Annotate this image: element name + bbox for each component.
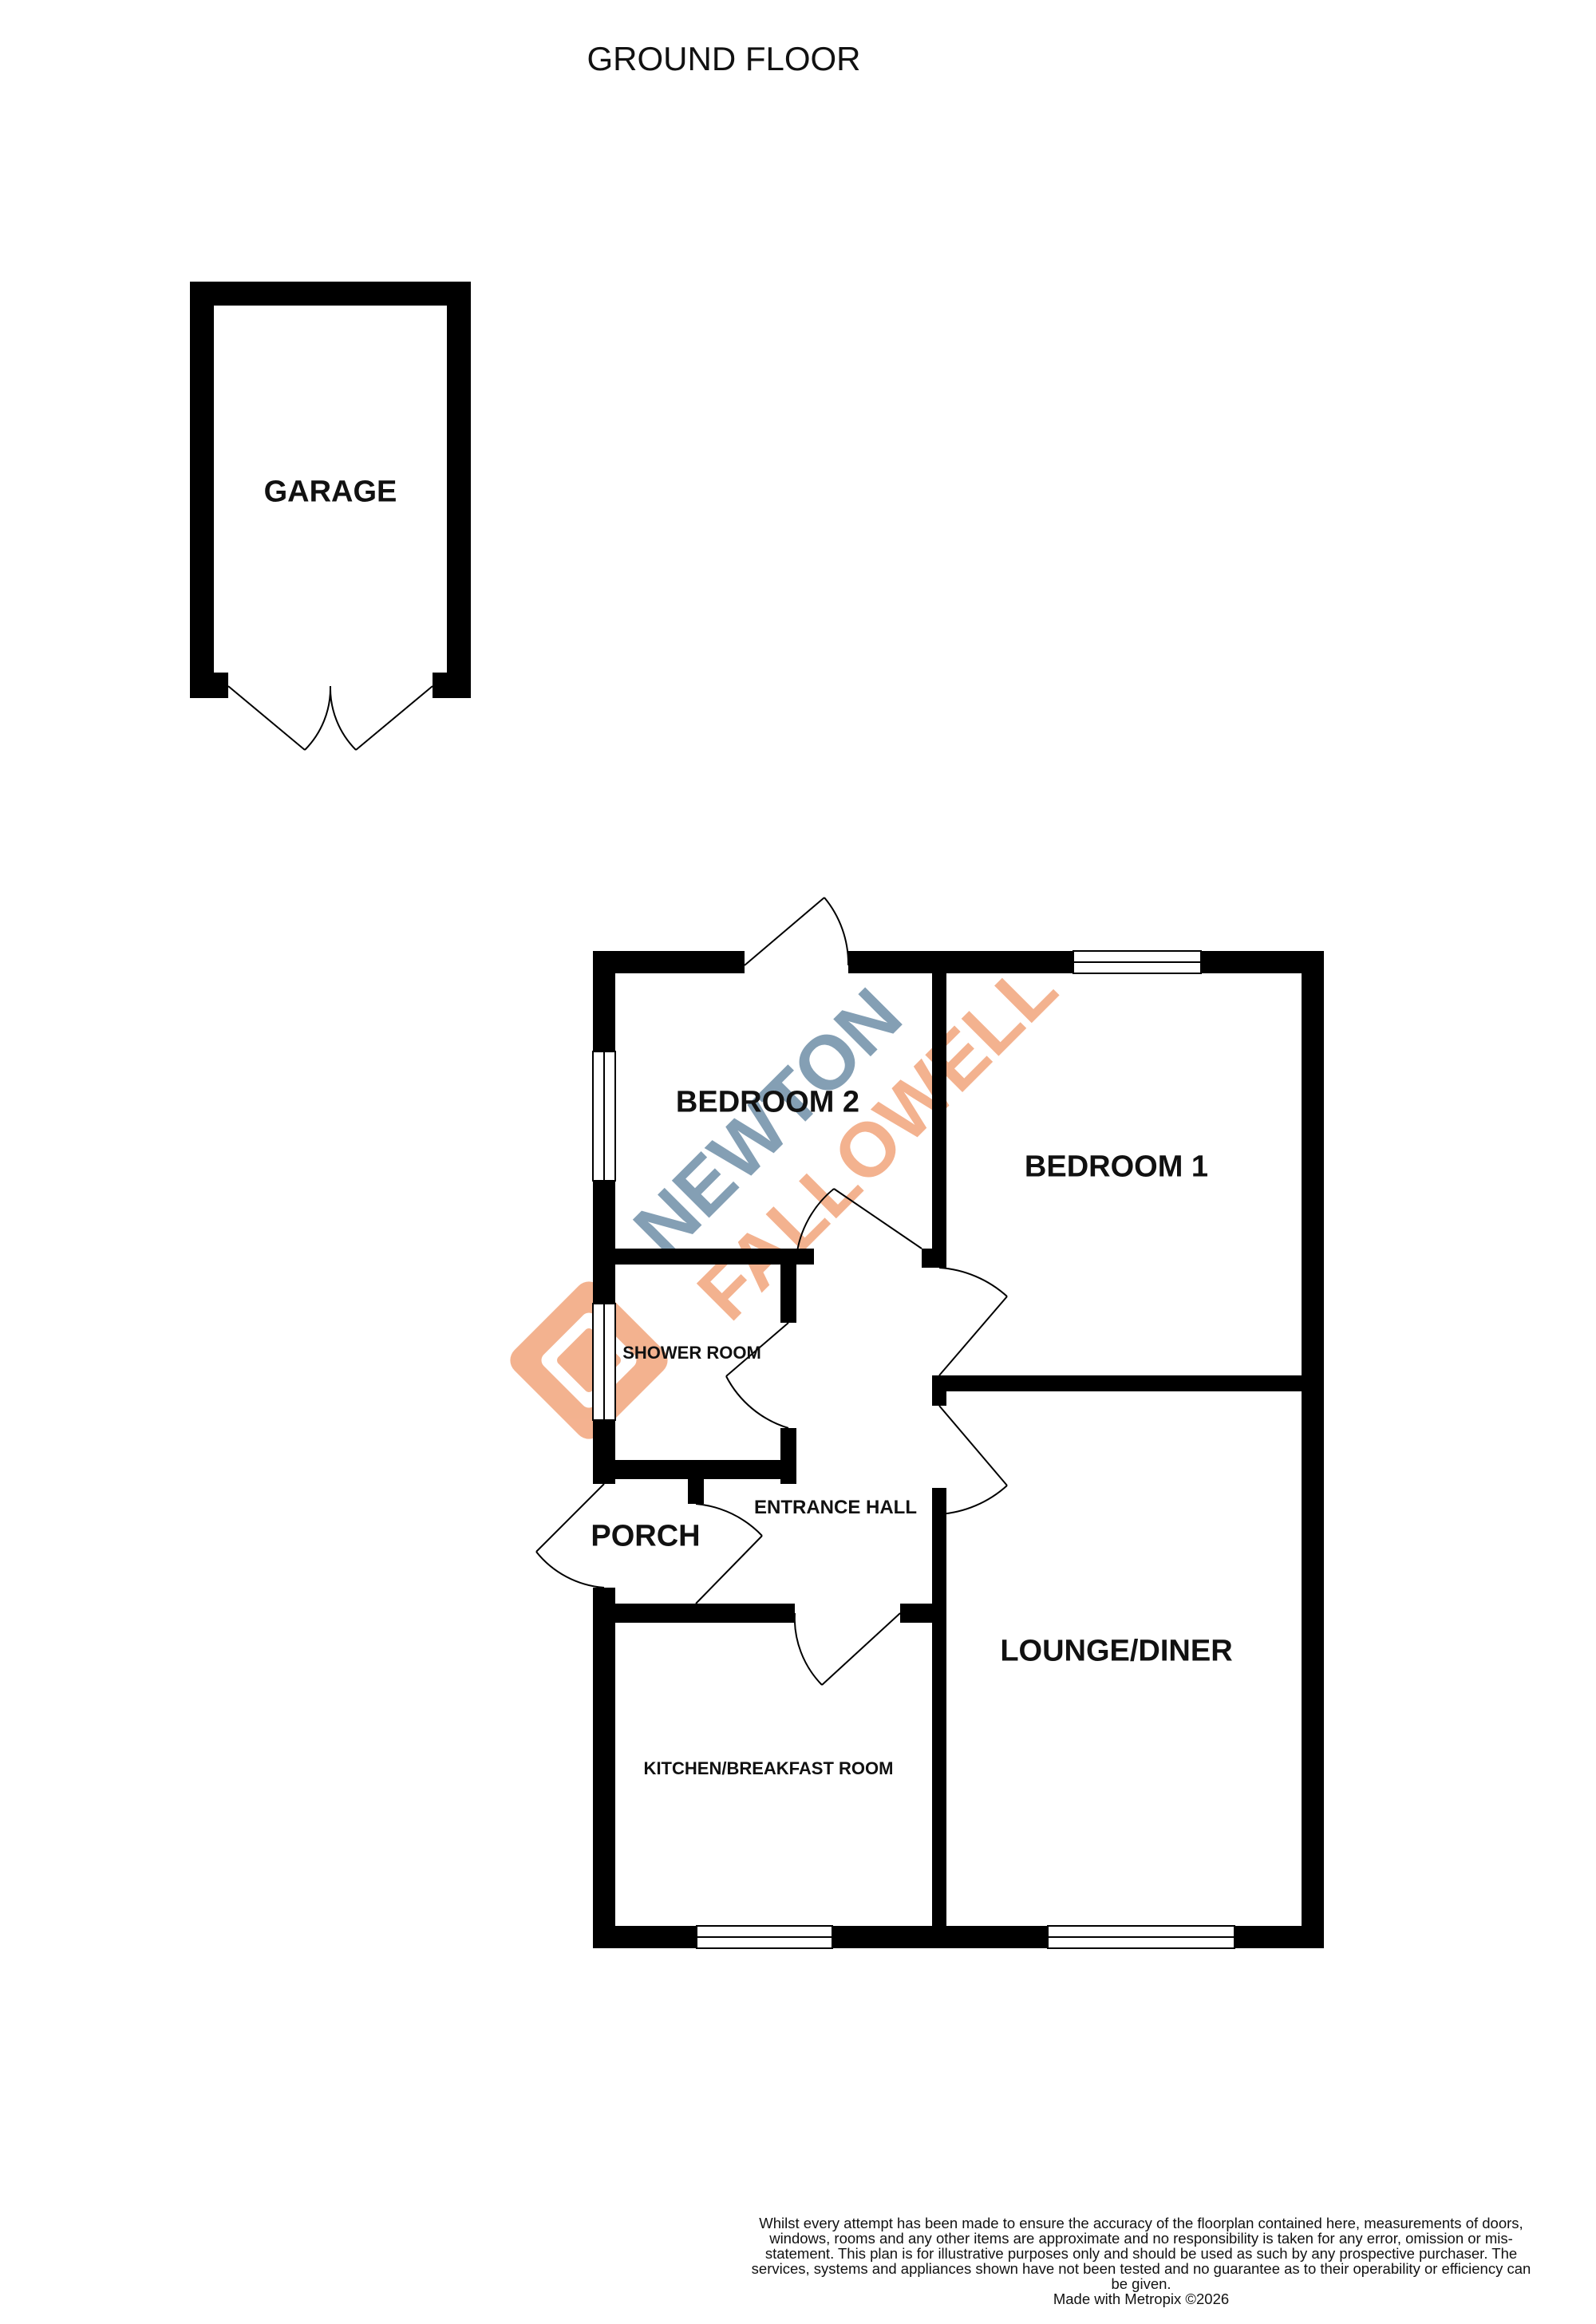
disclaimer: Whilst every attempt has been made to en… <box>742 2215 1540 2306</box>
room-label-shower-room: SHOWER ROOM <box>622 1343 761 1363</box>
room-label-kitchen-breakfast-room: KITCHEN/BREAKFAST ROOM <box>643 1758 894 1778</box>
watermark: NEWTON FALLOWELL <box>510 945 1073 1439</box>
windows <box>592 950 1235 1949</box>
room-label-bedroom-2: BEDROOM 2 <box>675 1085 860 1119</box>
room-label-bedroom-1: BEDROOM 1 <box>1024 1150 1209 1184</box>
floor-title: GROUND FLOOR <box>587 40 861 77</box>
house-walls <box>593 951 1324 1948</box>
room-label-lounge-diner: LOUNGE/DINER <box>1000 1634 1233 1668</box>
made-with: Made with Metropix ©2026 <box>1053 2290 1230 2307</box>
disclaimer-text: Whilst every attempt has been made to en… <box>751 2215 1531 2292</box>
garage-walls <box>190 282 471 698</box>
doors <box>535 897 1008 1686</box>
room-label-garage: GARAGE <box>263 475 397 509</box>
room-label-porch: PORCH <box>591 1519 701 1553</box>
garage-doors <box>227 685 433 751</box>
room-label-entrance-hall: ENTRANCE HALL <box>754 1497 917 1518</box>
